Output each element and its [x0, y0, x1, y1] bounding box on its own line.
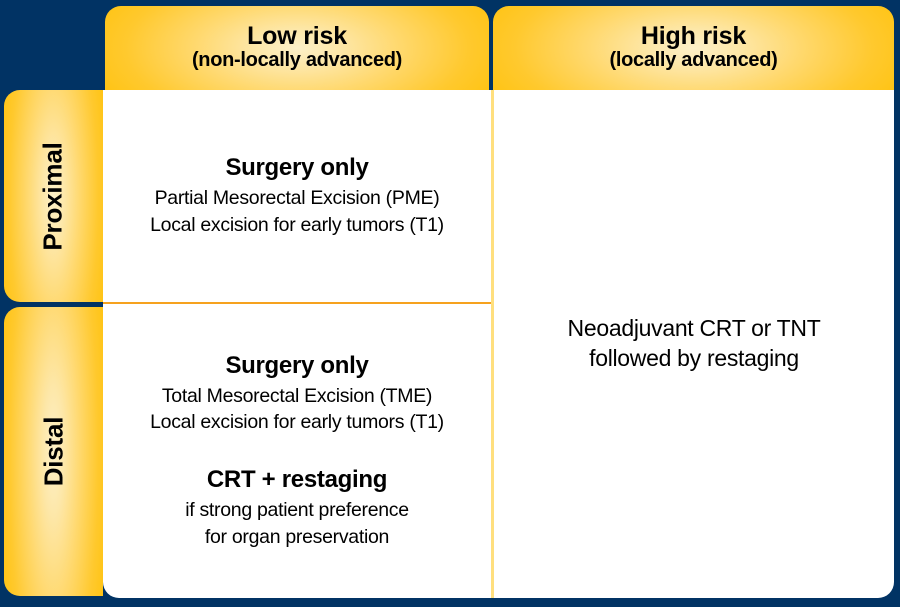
column-header-low-risk-subtitle: (non-locally advanced) [191, 48, 403, 71]
cell-high-risk-line-1: Neoadjuvant CRT or TNT [567, 315, 821, 342]
cell-proximal-low-risk: Surgery only Partial Mesorectal Excision… [103, 90, 491, 302]
column-header-high-risk-text: High risk (locally advanced) [609, 21, 778, 74]
column-header-low-risk-text: Low risk (non-locally advanced) [191, 21, 403, 74]
column-header-high-risk-subtitle: (locally advanced) [609, 48, 778, 71]
cell-high-risk-line-2: followed by restaging [589, 345, 799, 371]
row-header-proximal-label: Proximal [38, 141, 69, 251]
column-header-high-risk-title: High risk [640, 21, 747, 50]
cell-high-risk-block: Neoadjuvant CRT or TNT followed by resta… [568, 314, 821, 374]
column-divider [491, 90, 494, 598]
row-header-proximal: Proximal [4, 90, 103, 302]
cell-proximal-low-risk-heading: Surgery only [225, 153, 369, 181]
matrix-content-panel: Surgery only Partial Mesorectal Excision… [103, 90, 894, 598]
column-header-low-risk: Low risk (non-locally advanced) [105, 6, 489, 90]
row-header-distal-label: Distal [37, 416, 68, 487]
cell-distal-low-risk: Surgery only Total Mesorectal Excision (… [103, 304, 491, 598]
cell-high-risk-merged: Neoadjuvant CRT or TNT followed by resta… [494, 90, 894, 598]
column-header-low-risk-title: Low risk [247, 21, 347, 50]
cell-proximal-low-risk-block-1: Surgery only Partial Mesorectal Excision… [150, 154, 444, 238]
row-header-distal: Distal [4, 307, 103, 596]
cell-distal-low-risk-block-1-line-1: Total Mesorectal Excision (TME) [161, 384, 433, 407]
cell-proximal-low-risk-line-2: Local excision for early tumors (T1) [150, 213, 444, 236]
cell-distal-low-risk-heading-2: CRT + restaging [206, 466, 388, 493]
cell-distal-low-risk-block-1-line-2: Local excision for early tumors (T1) [150, 411, 444, 434]
cell-distal-low-risk-heading-1: Surgery only [225, 351, 369, 379]
row-divider [103, 302, 491, 304]
cell-distal-low-risk-block-1: Surgery only Total Mesorectal Excision (… [150, 352, 444, 436]
cell-distal-low-risk-block-2: CRT + restaging if strong patient prefer… [185, 466, 409, 550]
cell-proximal-low-risk-line-1: Partial Mesorectal Excision (PME) [154, 187, 440, 210]
cell-distal-low-risk-block-2-line-2: for organ preservation [204, 525, 390, 548]
column-header-high-risk: High risk (locally advanced) [493, 6, 894, 90]
cell-distal-low-risk-block-2-line-1: if strong patient preference [185, 499, 409, 522]
